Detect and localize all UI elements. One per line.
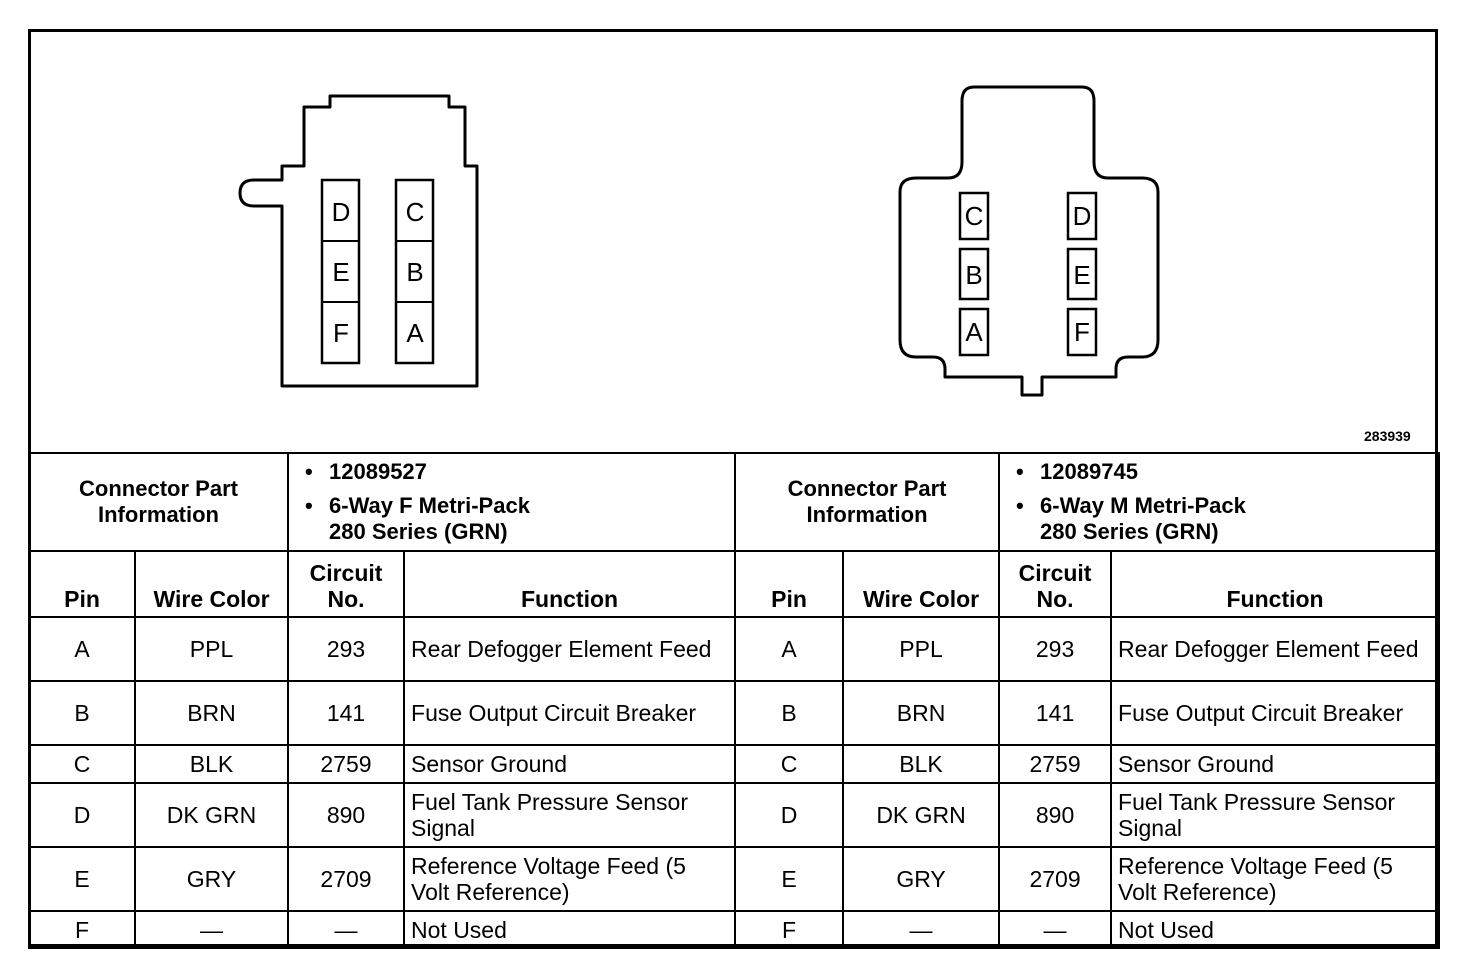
function-cell: Fuse Output Circuit Breaker <box>1110 680 1441 746</box>
circuit-cell: 2709 <box>287 846 406 912</box>
function-cell: Fuel Tank Pressure Sensor Signal <box>403 782 737 848</box>
right-pin-label: E <box>1073 260 1090 290</box>
wire-color-cell: DK GRN <box>842 782 1001 848</box>
left-pin-label: D <box>332 197 351 227</box>
right-pin-label: B <box>965 260 982 290</box>
table-row: B BRN 141 Fuse Output Circuit Breaker B … <box>28 680 1441 746</box>
circuit-cell: 141 <box>998 680 1113 746</box>
header-wire-color: Wire Color <box>133 550 290 618</box>
circuit-cell: 293 <box>287 616 406 682</box>
right-connector-outline <box>898 85 1160 397</box>
table-row: E GRY 2709 Reference Voltage Feed (5 Vol… <box>28 846 1441 912</box>
part-info-row: Connector Part Information 12089527 6-Wa… <box>27 452 1441 552</box>
table-row: A PPL 293 Rear Defogger Element Feed A P… <box>28 616 1441 682</box>
pin-cell: E <box>28 846 136 912</box>
left-description-1: 6-Way F Metri-Pack <box>305 493 728 519</box>
pin-cell: B <box>28 680 136 746</box>
right-part-info-header: Connector Part Information <box>734 452 1001 552</box>
right-part-info: 12089745 6-Way M Metri-Pack 280 Series (… <box>998 452 1441 552</box>
function-cell: Fuse Output Circuit Breaker <box>403 680 737 746</box>
figure-id: 283939 <box>1364 428 1411 444</box>
function-cell: Rear Defogger Element Feed <box>1110 616 1441 682</box>
circuit-cell: 2759 <box>998 744 1113 784</box>
function-cell: Sensor Ground <box>403 744 737 784</box>
function-cell: Reference Voltage Feed (5 Volt Reference… <box>403 846 737 912</box>
right-description-2: 280 Series (GRN) <box>1040 519 1219 544</box>
left-part-number: 12089527 <box>305 459 728 485</box>
table-row: C BLK 2759 Sensor Ground C BLK 2759 Sens… <box>28 744 1441 784</box>
function-cell: Reference Voltage Feed (5 Volt Reference… <box>1110 846 1441 912</box>
pin-cell: B <box>734 680 845 746</box>
column-header-row: Pin Wire Color Circuit No. Function Pin … <box>28 550 1441 618</box>
pin-cell: D <box>28 782 136 848</box>
wire-color-cell: BLK <box>133 744 290 784</box>
left-pin-label: A <box>406 318 424 348</box>
left-pin-label: B <box>406 257 423 287</box>
header-circuit-no: Circuit No. <box>287 550 406 618</box>
function-cell: Sensor Ground <box>1110 744 1441 784</box>
pin-cell: D <box>734 782 845 848</box>
circuit-cell: 890 <box>998 782 1113 848</box>
circuit-cell: 2759 <box>287 744 406 784</box>
left-description-2: 280 Series (GRN) <box>329 519 508 544</box>
wire-color-cell: — <box>133 910 290 949</box>
left-pin-label: E <box>332 257 349 287</box>
header-pin: Pin <box>734 550 845 618</box>
pin-cell: C <box>734 744 845 784</box>
pin-cell: E <box>734 846 845 912</box>
right-pin-label: D <box>1073 201 1092 231</box>
right-pin-label: F <box>1074 317 1090 347</box>
circuit-cell: — <box>287 910 406 949</box>
pin-cell: C <box>28 744 136 784</box>
circuit-cell: — <box>998 910 1113 949</box>
wire-color-cell: PPL <box>842 616 1001 682</box>
table-row: F — — Not Used F — — Not Used <box>28 910 1441 949</box>
right-pin-label: C <box>965 201 984 231</box>
header-function: Function <box>1110 550 1441 618</box>
left-pin-label: C <box>406 197 425 227</box>
function-cell: Rear Defogger Element Feed <box>403 616 737 682</box>
left-part-info: 12089527 6-Way F Metri-Pack 280 Series (… <box>287 452 737 552</box>
left-connector-outline <box>238 94 479 388</box>
pin-cell: F <box>734 910 845 949</box>
left-part-info-header: Connector Part Information <box>27 452 290 552</box>
wire-color-cell: — <box>842 910 1001 949</box>
circuit-cell: 141 <box>287 680 406 746</box>
connector-diagrams: D C E B F A C D B E A F <box>238 85 1160 397</box>
wire-color-cell: BRN <box>133 680 290 746</box>
pin-cell: A <box>28 616 136 682</box>
header-wire-color: Wire Color <box>842 550 1001 618</box>
wire-color-cell: BRN <box>842 680 1001 746</box>
connector-table: Connector Part Information 12089527 6-Wa… <box>27 452 1441 949</box>
wire-color-cell: GRY <box>842 846 1001 912</box>
wire-color-cell: GRY <box>133 846 290 912</box>
wire-color-cell: BLK <box>842 744 1001 784</box>
table-row: D DK GRN 890 Fuel Tank Pressure Sensor S… <box>28 782 1441 848</box>
pin-cell: A <box>734 616 845 682</box>
wire-color-cell: PPL <box>133 616 290 682</box>
right-pin-label: A <box>965 317 983 347</box>
left-pin-label: F <box>333 318 349 348</box>
right-part-number: 12089745 <box>1016 459 1432 485</box>
circuit-cell: 2709 <box>998 846 1113 912</box>
wire-color-cell: DK GRN <box>133 782 290 848</box>
circuit-cell: 293 <box>998 616 1113 682</box>
right-description-1: 6-Way M Metri-Pack <box>1016 493 1432 519</box>
function-cell: Not Used <box>1110 910 1441 949</box>
circuit-cell: 890 <box>287 782 406 848</box>
function-cell: Fuel Tank Pressure Sensor Signal <box>1110 782 1441 848</box>
header-pin: Pin <box>28 550 136 618</box>
header-circuit-no: Circuit No. <box>998 550 1113 618</box>
function-cell: Not Used <box>403 910 737 949</box>
header-function: Function <box>403 550 737 618</box>
pin-cell: F <box>28 910 136 949</box>
